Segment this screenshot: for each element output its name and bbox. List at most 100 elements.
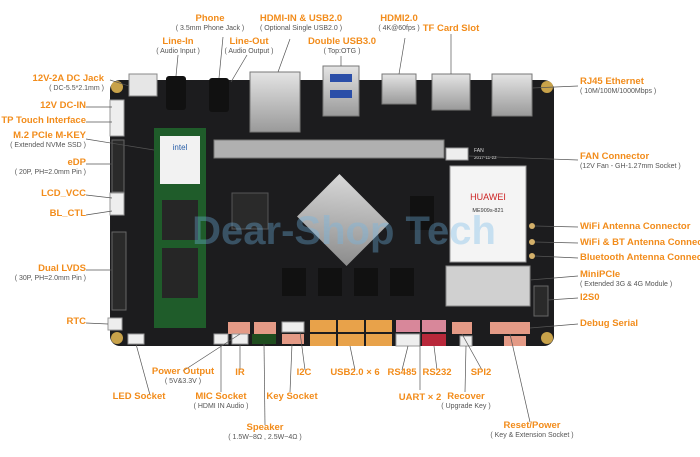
label-recover-sub: ( Upgrade Key ): [441, 402, 491, 410]
label-recover: Recover ( Upgrade Key ): [441, 391, 491, 411]
label-speaker-sub: ( 1.5W~8Ω , 2.5W~4Ω ): [228, 433, 302, 441]
date-silk-text: 2017-11-22: [474, 155, 497, 160]
label-i2c: I2C: [296, 367, 312, 379]
label-m2: M.2 PCIe M-KEY ( Extended NVMe SSD ): [10, 130, 86, 150]
label-recover-title: Recover: [447, 391, 485, 402]
emmc-chip: [410, 196, 434, 230]
rs485-socket: [395, 333, 421, 347]
module-brand-text: HUAWEI: [470, 192, 506, 202]
minipcie-module: [449, 165, 527, 263]
label-wifi-bt-antenna: WiFi & BT Antenna Connector: [580, 237, 700, 249]
ram-chip: [318, 268, 342, 296]
led-socket: [127, 333, 145, 345]
fan-silk-text: FAN: [474, 148, 484, 154]
rj45-port: [491, 73, 533, 117]
label-line-in-title: Line-In: [162, 36, 194, 47]
usb2-socket: [338, 320, 364, 332]
label-hdmi-in: HDMI-IN & USB2.0 ( Optional Single USB2.…: [259, 13, 343, 33]
label-hdmi-in-sub: ( Optional Single USB2.0 ): [259, 24, 343, 32]
label-usb3-sub: ( Top:OTG ): [323, 47, 361, 55]
label-led-title: LED Socket: [112, 391, 166, 402]
module-slot-frame: [213, 139, 445, 159]
label-speaker-title: Speaker: [246, 422, 284, 433]
label-ir-title: IR: [235, 367, 245, 378]
dc-jack: [128, 73, 158, 97]
label-phone: Phone ( 3.5mm Phone Jack ): [175, 13, 245, 33]
label-rtc: RTC: [66, 316, 86, 328]
label-fan-sub: (12V Fan - GH-1.27mm Socket ): [580, 162, 681, 170]
usb2-socket: [310, 320, 336, 332]
label-rs485-title: RS485: [387, 367, 417, 378]
label-dual-lvds: Dual LVDS ( 30P, PH=2.0mm Pin ): [14, 263, 86, 283]
power-output-socket: [228, 322, 250, 334]
bt-antenna-connector: [529, 253, 535, 259]
i2s0-header: [533, 285, 549, 317]
label-usb3-title: Double USB3.0: [307, 36, 377, 47]
label-dual-lvds-sub: ( 30P, PH=2.0mm Pin ): [14, 274, 86, 282]
label-speaker: Speaker ( 1.5W~8Ω , 2.5W~4Ω ): [228, 422, 302, 442]
label-lcd-vcc: LCD_VCC: [41, 188, 86, 200]
ssd-brand-text: intel: [173, 143, 188, 152]
label-debug-title: Debug Serial: [580, 318, 639, 329]
label-tp-touch: TP Touch Interface: [1, 115, 86, 127]
ram-chip: [390, 268, 414, 296]
label-line-out-sub: ( Audio Output ): [224, 47, 274, 55]
module-model-text: ME909s-821: [472, 208, 503, 214]
label-key-title: Key Socket: [266, 391, 318, 402]
label-fan: FAN Connector (12V Fan - GH-1.27mm Socke…: [580, 151, 681, 171]
label-wifi-bt-antenna-title: WiFi & BT Antenna Connector: [580, 237, 700, 248]
mount-hole-tl: [111, 81, 123, 93]
label-line-out-title: Line-Out: [229, 36, 269, 47]
label-hdmi2-sub: ( 4K@60fps ): [378, 24, 420, 32]
edp-header: [111, 139, 125, 193]
label-power-out-title: Power Output: [151, 366, 215, 377]
uart-socket: [422, 320, 446, 332]
label-reset-sub: ( Key & Extension Socket ): [490, 431, 574, 439]
label-dc-in-title: 12V DC-IN: [40, 100, 86, 111]
tp-touch-header: [109, 99, 125, 137]
uart-socket: [396, 320, 420, 332]
power-output-socket: [254, 322, 276, 334]
fan-connector: [445, 147, 469, 161]
pmic-chip: [231, 192, 269, 230]
label-tp-touch-title: TP Touch Interface: [1, 115, 86, 126]
label-spi2: SPI2: [470, 367, 492, 379]
label-minipcie-title: MiniPCIe: [580, 269, 621, 280]
lcd-vcc-header: [109, 192, 125, 216]
line-in-jack: [166, 76, 186, 110]
label-minipcie-sub: ( Extended 3G & 4G Module ): [580, 280, 673, 288]
label-reset-title: Reset/Power: [503, 420, 561, 431]
label-mic-sub: ( HDMI IN Audio ): [193, 402, 249, 410]
phone-jack: [209, 78, 229, 112]
label-i2c-title: I2C: [296, 367, 312, 378]
label-usb2x6: USB2.0 × 6: [330, 367, 379, 379]
rs232-socket: [422, 334, 446, 346]
label-ir: IR: [235, 367, 245, 379]
label-phone-sub: ( 3.5mm Phone Jack ): [175, 24, 245, 32]
label-line-in: Line-In ( Audio Input ): [156, 36, 200, 56]
label-edp: eDP ( 20P, PH=2.0mm Pin ): [15, 157, 86, 177]
soc-chip: [297, 174, 389, 266]
label-rj45: RJ45 Ethernet ( 10M/100M/1000Mbps ): [580, 76, 656, 96]
i2c-socket: [281, 321, 305, 333]
label-spi2-title: SPI2: [470, 367, 492, 378]
minipcie-slot: [445, 265, 531, 307]
label-wifi-antenna-title: WiFi Antenna Connector: [580, 221, 691, 232]
label-phone-title: Phone: [195, 13, 225, 24]
label-power-out-sub: ( 5V&3.3V ): [164, 377, 202, 385]
label-dc-in: 12V DC-IN: [40, 100, 86, 112]
usb2-socket: [338, 334, 364, 346]
speaker-socket: [252, 334, 276, 344]
label-hdmi2-title: HDMI2.0: [380, 13, 418, 24]
wifi-antenna-connector: [529, 223, 535, 229]
lvds-header: [111, 231, 127, 311]
ir-socket: [231, 333, 249, 345]
hdmi2-port: [381, 73, 417, 105]
label-power-out: Power Output ( 5V&3.3V ): [151, 366, 215, 386]
reset-power-socket: [510, 322, 530, 334]
label-debug: Debug Serial: [580, 318, 639, 330]
label-rs485: RS485: [387, 367, 417, 379]
label-m2-title: M.2 PCIe M-KEY: [13, 130, 86, 141]
